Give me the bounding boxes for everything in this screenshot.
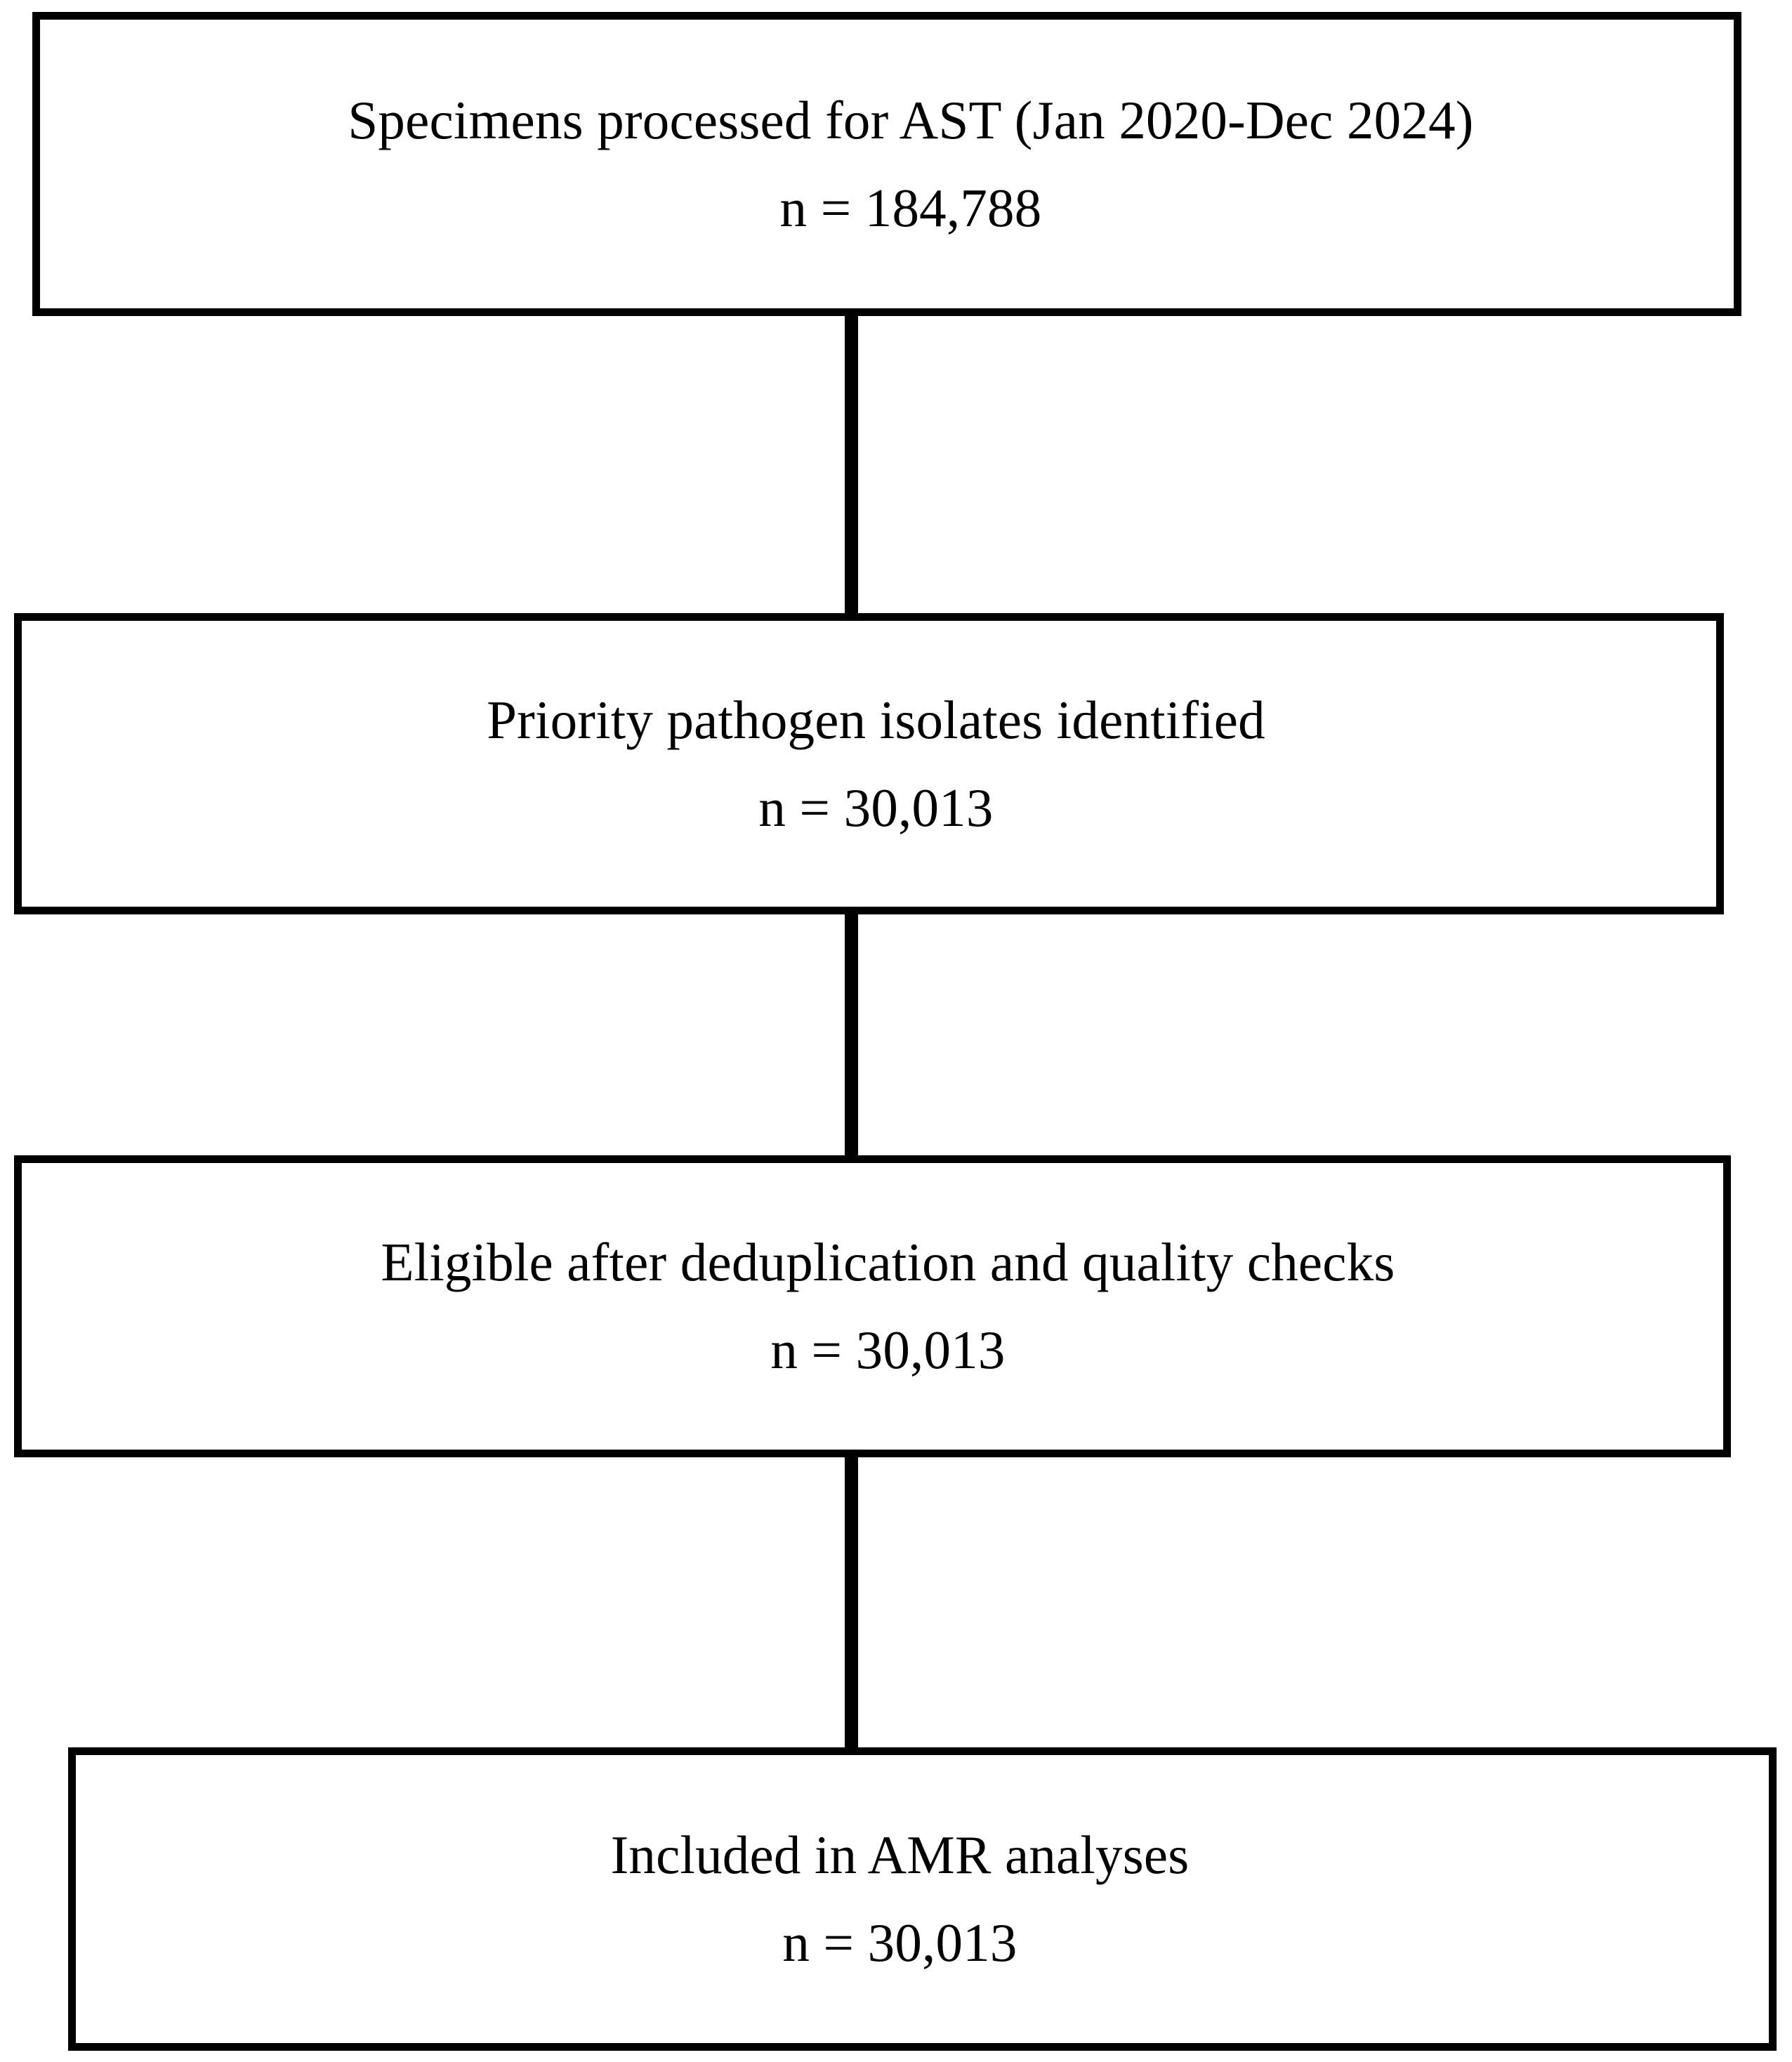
- flow-box-specimens-processed: Specimens processed for AST (Jan 2020-De…: [32, 12, 1741, 316]
- flow-box-label-specimens-processed: Specimens processed for AST (Jan 2020-De…: [348, 89, 1474, 150]
- flow-box-label-included-in-amr-analyses: Included in AMR analyses: [610, 1825, 1190, 1886]
- flow-box-included-in-amr-analyses: Included in AMR analyses n = 30,013: [68, 1747, 1777, 2051]
- flow-box-content: Priority pathogen isolates identified n …: [487, 689, 1265, 838]
- connector-box2-to-box3: [845, 909, 858, 1160]
- flow-box-label-priority-pathogen-isolates: Priority pathogen isolates identified: [487, 689, 1265, 750]
- flow-box-priority-pathogen-isolates: Priority pathogen isolates identified n …: [14, 613, 1724, 914]
- flow-box-content: Specimens processed for AST (Jan 2020-De…: [348, 89, 1474, 238]
- flow-box-count-eligible-after-deduplication: n = 30,013: [770, 1320, 1006, 1380]
- flow-box-count-priority-pathogen-isolates: n = 30,013: [758, 777, 994, 838]
- flow-box-content: Included in AMR analyses n = 30,013: [611, 1827, 1190, 1971]
- connector-box3-to-box4: [845, 1452, 858, 1752]
- flow-box-label-eligible-after-deduplication: Eligible after deduplication and quality…: [381, 1232, 1395, 1293]
- flow-box-content: Eligible after deduplication and quality…: [381, 1234, 1395, 1379]
- connector-box1-to-box2: [845, 311, 858, 618]
- flow-box-count-specimens-processed: n = 184,788: [779, 177, 1042, 238]
- flow-box-count-included-in-amr-analyses: n = 30,013: [782, 1912, 1017, 1973]
- flow-box-eligible-after-deduplication: Eligible after deduplication and quality…: [14, 1155, 1731, 1457]
